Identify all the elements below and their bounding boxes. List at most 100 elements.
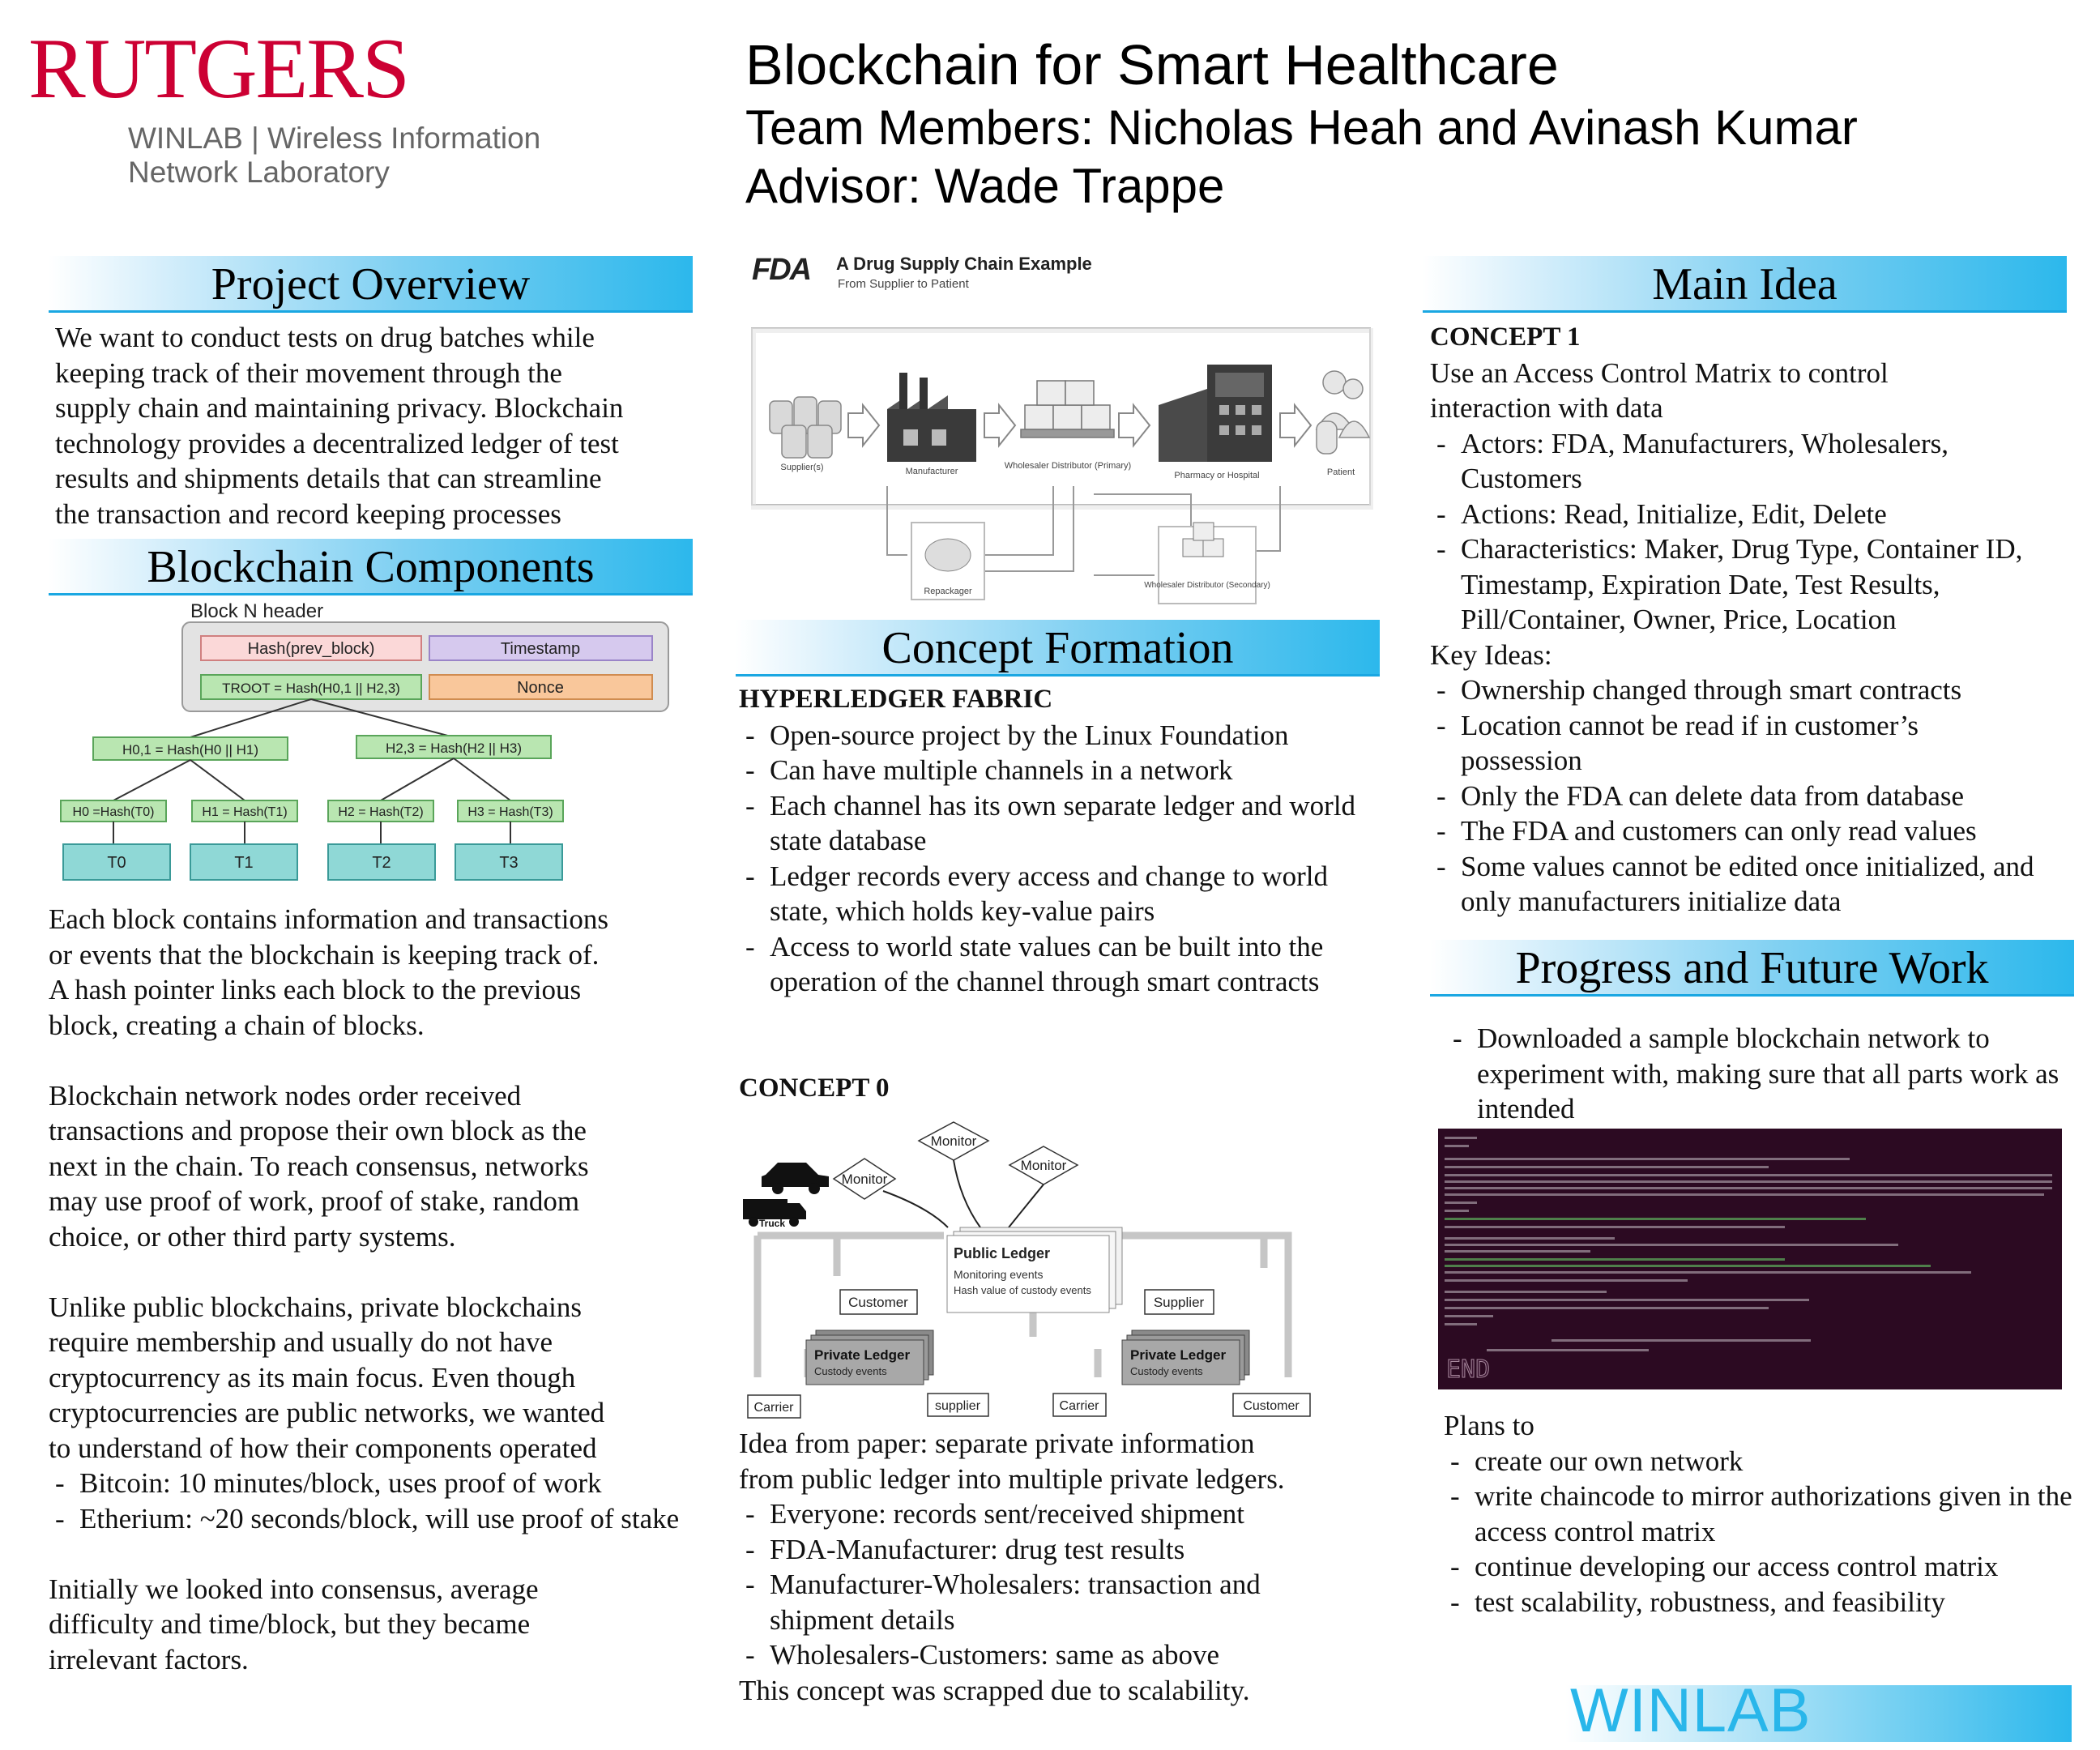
progress-header: Progress and Future Work <box>1430 940 2074 997</box>
rutgers-logo: RUTGERS <box>28 21 410 116</box>
hash-value-label: Hash value of custody events <box>954 1284 1091 1296</box>
h01-box <box>92 736 288 761</box>
truck-label: Truck <box>759 1218 785 1229</box>
custody-events-left: Custody events <box>814 1365 887 1377</box>
list-item: Downloaded a sample blockchain network t… <box>1446 1021 2060 1127</box>
terminal-screenshot: END <box>1438 1129 2062 1389</box>
components-line: block, creating a chain of blocks. <box>49 1009 425 1041</box>
h0-box <box>60 800 167 822</box>
custody-events-right: Custody events <box>1130 1365 1203 1377</box>
components-text: Each block contains information and tran… <box>49 902 705 1677</box>
stage-patient: Patient <box>1327 467 1355 477</box>
private-ledger-left <box>805 1330 934 1385</box>
concept-0-line: from public ledger into multiple private… <box>739 1462 1285 1495</box>
concept-0-title: CONCEPT 0 <box>739 1073 890 1103</box>
h2-label: H2 = Hash(T2) <box>338 805 423 819</box>
hyperledger-title: HYPERLEDGER FABRIC <box>739 685 1053 714</box>
public-ledger-stack <box>946 1227 1123 1313</box>
h0-label: H0 =Hash(T0) <box>73 805 155 819</box>
t1-box <box>190 843 298 881</box>
h23-box <box>356 735 552 759</box>
concept-0-diagram: Truck Monitor Monitor Monitor Public Led… <box>743 1121 1311 1419</box>
supplier-icon <box>769 396 842 459</box>
poster-title: Blockchain for Smart Healthcare <box>745 33 1559 96</box>
components-line: transactions and propose their own block… <box>49 1115 587 1146</box>
customer-label-top: Customer <box>848 1295 908 1310</box>
stage-manufacturer: Manufacturer <box>906 467 958 476</box>
list-item: Ledger records every access and change t… <box>739 859 1369 929</box>
private-ledger-label-right: Private Ledger <box>1130 1347 1226 1363</box>
list-item: Characteristics: Maker, Drug Type, Conta… <box>1430 531 2060 638</box>
patient-icon <box>1315 370 1371 455</box>
nonce-label: Nonce <box>517 679 564 697</box>
hash-prev-label: Hash(prev_block) <box>248 640 375 658</box>
t1-label: T1 <box>234 854 253 872</box>
list-item: Open-source project by the Linux Foundat… <box>739 718 1387 753</box>
components-line: difficulty and time/block, but they beca… <box>49 1608 531 1640</box>
h3-label: H3 = Hash(T3) <box>467 805 553 819</box>
main-idea-header: Main Idea <box>1423 256 2067 313</box>
winlab-footer-bar <box>1565 1685 2072 1742</box>
list-item: Wholesalers-Customers: same as above <box>739 1637 1387 1673</box>
blockchain-components-heading: Blockchain Components <box>147 542 595 592</box>
fda-logo: FDA <box>752 253 812 287</box>
carrier-node-left <box>747 1394 801 1419</box>
t3-box <box>455 843 563 881</box>
repackager-icon <box>911 522 985 600</box>
components-line: next in the chain. To reach consensus, n… <box>49 1150 589 1182</box>
h2-box <box>327 800 434 822</box>
list-item: Access to world state values can be buil… <box>739 929 1402 1000</box>
pharmacy-hospital-icon <box>1159 365 1272 462</box>
monitor-label-3: Monitor <box>1021 1158 1067 1173</box>
block-header-label: Block N header <box>190 600 323 622</box>
car-icon <box>762 1163 829 1194</box>
blockchain-components-header: Blockchain Components <box>49 539 693 595</box>
plans-text: Plans to create our own network write ch… <box>1444 1408 2076 1620</box>
components-line: to understand of how their components op… <box>49 1432 597 1464</box>
customer-node-top <box>839 1289 918 1315</box>
components-line: require membership and usually do not ha… <box>49 1326 553 1358</box>
hash-prev-box <box>200 635 422 661</box>
h3-box <box>457 800 564 822</box>
fda-figure-title: A Drug Supply Chain Example <box>836 254 1092 274</box>
customer-label-bottom: Customer <box>1243 1399 1300 1413</box>
plans-title: Plans to <box>1444 1410 1534 1441</box>
list-item: Some values cannot be edited once initia… <box>1430 849 2077 920</box>
t2-box <box>327 843 436 881</box>
customer-node-bottom <box>1232 1393 1311 1417</box>
truck-icon <box>743 1199 806 1227</box>
components-line: choice, or other third party systems. <box>49 1220 456 1253</box>
components-line: A hash pointer links each block to the p… <box>49 974 582 1005</box>
h1-box <box>191 800 298 822</box>
manufacturer-icon <box>887 373 976 462</box>
hyperledger-section: HYPERLEDGER FABRIC Open-source project b… <box>739 682 1387 1000</box>
monitor-label-2: Monitor <box>931 1133 977 1149</box>
list-item: Each channel has its own separate ledger… <box>739 788 1369 859</box>
list-item: Manufacturer-Wholesalers: transaction an… <box>739 1567 1353 1637</box>
troot-label: TROOT = Hash(H0,1 || H2,3) <box>222 681 400 696</box>
t3-label: T3 <box>499 854 518 872</box>
supplier-label-bottom: supplier <box>935 1399 981 1413</box>
private-ledger-right <box>1121 1330 1250 1385</box>
list-item: FDA-Manufacturer: drug test results <box>739 1532 1387 1568</box>
advisor: Advisor: Wade Trappe <box>745 159 1225 213</box>
carrier-label-right: Carrier <box>1060 1399 1100 1413</box>
public-ledger-label: Public Ledger <box>954 1245 1050 1261</box>
main-idea-text: CONCEPT 1 Use an Access Control Matrix t… <box>1430 320 2078 920</box>
carrier-label-left: Carrier <box>754 1401 795 1415</box>
components-line: cryptocurrencies are public networks, we… <box>49 1397 605 1428</box>
components-line: Unlike public blockchains, private block… <box>49 1291 583 1323</box>
private-ledger-label-left: Private Ledger <box>814 1347 910 1363</box>
supplier-label-top: Supplier <box>1154 1295 1205 1310</box>
components-line: cryptocurrency as its main focus. Even t… <box>49 1361 576 1394</box>
troot-box <box>200 674 422 700</box>
concept-1-line: Use an Access Control Matrix to control <box>1430 356 1889 389</box>
project-overview-heading: Project Overview <box>211 259 531 309</box>
list-item: write chaincode to mirror authorizations… <box>1444 1479 2090 1549</box>
team-members: Team Members: Nicholas Heah and Avinash … <box>745 100 1858 155</box>
list-item: Actors: FDA, Manufacturers, Wholesalers,… <box>1430 426 2044 497</box>
wholesaler-secondary-icon <box>1158 522 1257 604</box>
list-item: Location cannot be read if in customer’s… <box>1430 708 2028 779</box>
winlab-subtitle-2: Network Laboratory <box>128 156 390 189</box>
project-overview-header: Project Overview <box>49 256 693 313</box>
